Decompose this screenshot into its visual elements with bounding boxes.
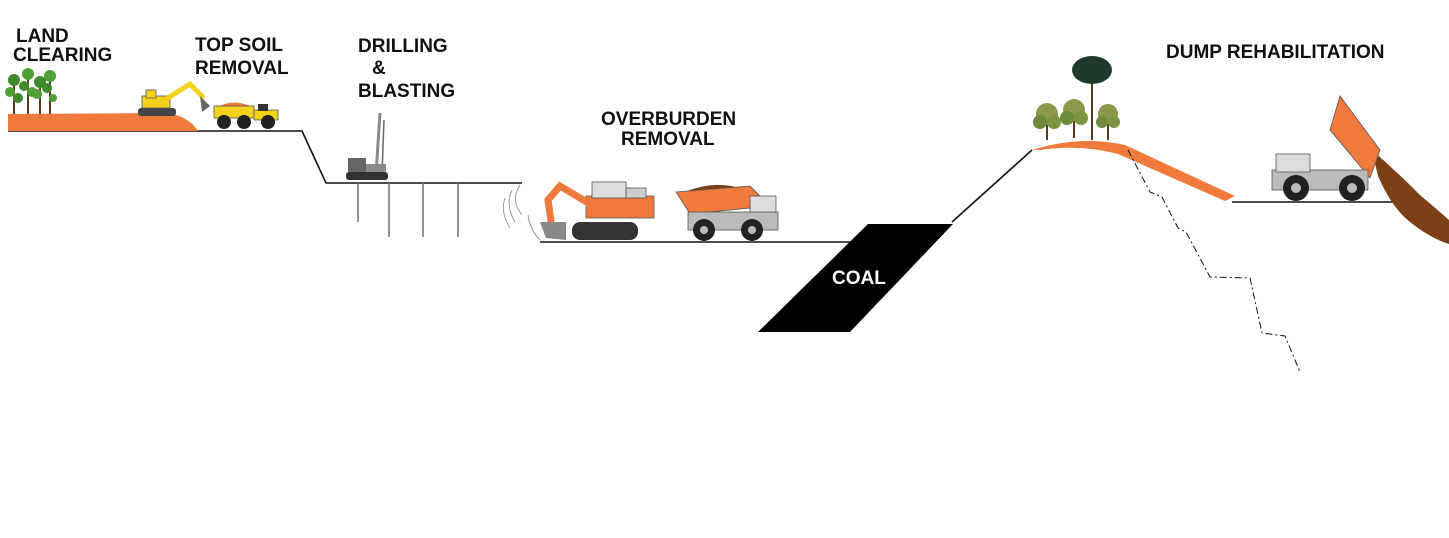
tree-icon — [1033, 103, 1061, 140]
mining-shovel-icon — [540, 181, 655, 240]
haul-truck-icon — [675, 184, 779, 241]
dump-rehabilitation-label: DUMP REHABILITATION — [1166, 42, 1385, 63]
excavator-icon — [138, 80, 210, 116]
tree-icon — [1060, 99, 1088, 138]
coal-label: COAL — [832, 268, 886, 289]
coal-seam — [758, 224, 953, 332]
blast-holes — [357, 183, 459, 237]
drill-rig-icon — [346, 112, 388, 180]
tree-icon — [1072, 56, 1112, 140]
blasted-face — [502, 184, 541, 241]
haul-truck-icon — [1271, 95, 1381, 201]
drilling-blasting-label: DRILLING & BLASTING — [358, 36, 455, 102]
land-clearing-label: LAND CLEARING — [13, 26, 112, 66]
dumped-material — [1372, 150, 1449, 244]
tree-icon — [5, 68, 57, 114]
top-soil-removal-label: TOP SOIL REMOVAL — [195, 35, 289, 79]
articulated-dump-truck-icon — [213, 102, 279, 129]
overburden-removal-label: OVERBURDEN REMOVAL — [601, 109, 741, 150]
tree-icon — [1096, 104, 1120, 140]
dump-topsoil — [1032, 141, 1235, 201]
topsoil-layer — [8, 113, 198, 131]
